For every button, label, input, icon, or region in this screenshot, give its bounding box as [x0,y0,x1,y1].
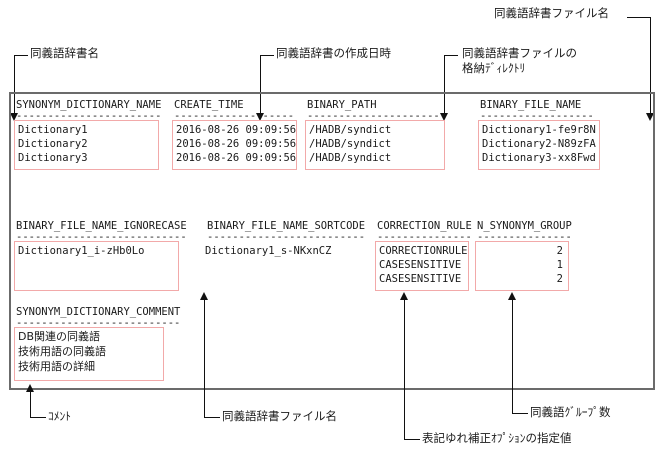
column-rule-binary-file-name-ignorecase: --------------------------- [16,231,187,243]
leader-binary-file-name-top-horizontal [627,17,651,18]
leader-create-time-horizontal [260,55,274,56]
column-header-create-time: CREATE_TIME [174,99,244,111]
arrowhead-binary-path [440,113,448,121]
leader-create-time-vertical [260,55,261,117]
annotation-binary-path-line1: 同義語辞書ファイルの [462,46,577,60]
data-box-binary-file-name [478,120,600,170]
annotation-n-synonym-group: 同義語ｸﾞﾙｰﾌﾟ数 [530,405,611,419]
arrowhead-n-synonym-group [508,292,516,300]
leader-n-synonym-group-vertical [512,300,513,414]
column-header-binary-file-name: BINARY_FILE_NAME [480,99,582,111]
leader-correction-rule-horizontal [404,439,420,440]
arrowhead-correction-rule [400,292,408,300]
column-header-binary-path: BINARY_PATH [307,99,377,111]
data-box-n-synonym-group [475,241,569,291]
annotation-create-time: 同義語辞書の作成日時 [276,46,391,60]
arrowhead-dictionary-name [10,113,18,121]
leader-binary-path-vertical [444,55,445,117]
data-box-correction-rule [375,241,469,291]
column-rule-create-time: ------------------- [174,110,295,122]
annotation-dictionary-file-name-bottom: 同義語辞書ファイル名 [222,409,337,423]
console-output-frame [9,92,655,390]
arrowhead-create-time [256,113,264,121]
leader-binary-path-horizontal [444,55,458,56]
column-rule-binary-path: ---------------------- [307,110,447,122]
leader-dictionary-file-name-bottom-vertical [204,300,205,418]
arrowhead-binary-file-name-top [646,113,654,121]
column-rule-binary-file-name-sortcode: ------------------------- [207,231,366,243]
data-box-create-time [172,120,297,170]
data-values-binary-path: /HADB/syndict /HADB/syndict /HADB/syndic… [309,124,392,164]
data-box-binary-file-name-ignorecase [14,241,179,291]
leader-dictionary-name-horizontal [14,55,28,56]
column-rule-synonym-dictionary-comment: -------------------------- [16,317,181,329]
data-values-n-synonym-group: 2 1 2 [556,245,563,285]
data-values-binary-file-name-ignorecase: Dictionary1_i-zHb0Lo [18,245,145,257]
column-rule-n-synonym-group: --------------- [477,231,572,243]
leader-dictionary-name-vertical [14,55,15,117]
leader-comment-vertical [30,392,31,418]
leader-binary-file-name-top-vertical [650,17,651,117]
data-box-binary-path [305,120,445,170]
annotation-correction-rule: 表記ゆれ補正ｵﾌﾟｼｮﾝの指定値 [422,431,572,445]
column-header-binary-file-name-ignorecase: BINARY_FILE_NAME_IGNORECASE [16,220,187,232]
data-values-synonym-dictionary-comment: DB関連の同義語 技術用語の同義語 技術用語の詳細 [18,330,106,373]
leader-comment-horizontal [30,417,46,418]
column-rule-correction-rule: --------------- [377,231,472,243]
data-box-synonym-dictionary-name [14,120,159,170]
column-rule-synonym-dictionary-name: ----------------------- [16,110,162,122]
leader-n-synonym-group-horizontal [512,413,528,414]
arrowhead-dictionary-file-name-bottom [200,292,208,300]
annotation-dictionary-name: 同義語辞書名 [30,46,99,60]
column-header-n-synonym-group: N_SYNONYM_GROUP [477,220,572,232]
column-header-correction-rule: CORRECTION_RULE [377,220,472,232]
data-box-synonym-dictionary-comment [14,327,164,381]
data-values-binary-file-name: Dictionary1-fe9r8N Dictionary2-N89zFA Di… [482,124,596,164]
arrowhead-comment [26,384,34,392]
annotation-comment: ｺﾒﾝﾄ [48,409,71,423]
data-values-synonym-dictionary-name: Dictionary1 Dictionary2 Dictionary3 [18,124,88,164]
column-header-binary-file-name-sortcode: BINARY_FILE_NAME_SORTCODE [207,220,366,232]
leader-dictionary-file-name-bottom-horizontal [204,417,220,418]
annotation-binary-path-line2: 格納ﾃﾞｨﾚｸﾄﾘ [462,61,526,75]
leader-correction-rule-vertical [404,300,405,440]
column-header-synonym-dictionary-name: SYNONYM_DICTIONARY_NAME [16,99,162,111]
data-values-correction-rule: CORRECTIONRULE CASESENSITIVE CASESENSITI… [379,245,468,285]
data-values-create-time: 2016-08-26 09:09:56 2016-08-26 09:09:56 … [176,124,297,164]
data-values-binary-file-name-sortcode: Dictionary1_s-NKxnCZ [205,245,332,257]
column-rule-binary-file-name: ------------------ [480,110,594,122]
column-header-synonym-dictionary-comment: SYNONYM_DICTIONARY_COMMENT [16,306,181,318]
annotation-binary-file-name-top: 同義語辞書ファイル名 [494,6,609,20]
